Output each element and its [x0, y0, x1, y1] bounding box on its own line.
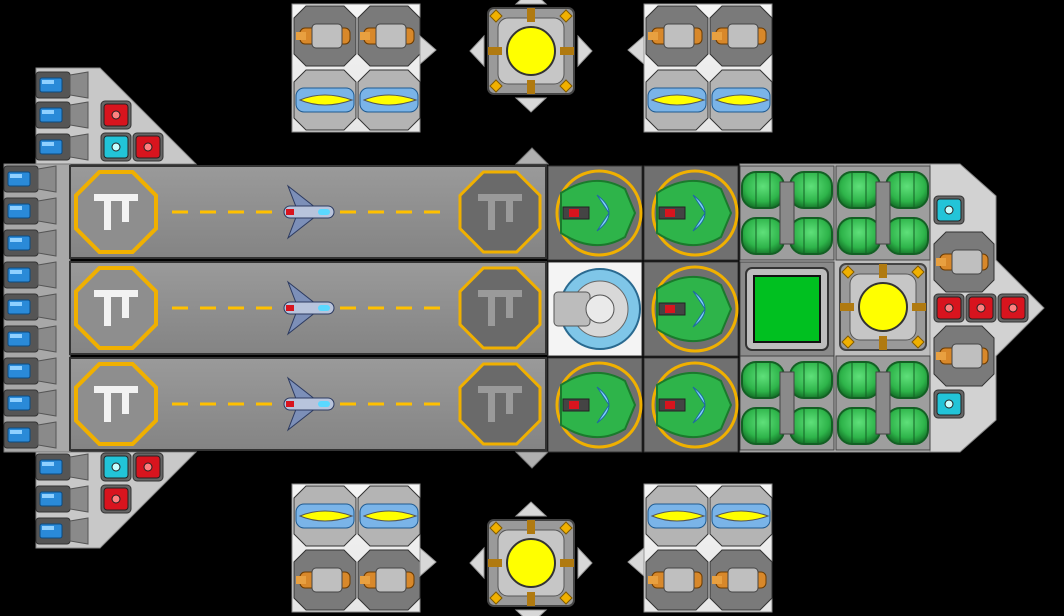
nose-modules	[739, 195, 1029, 419]
cyan-block-icon	[100, 132, 132, 162]
thruster-icon	[3, 293, 57, 321]
hangar-pad-icon	[74, 170, 158, 254]
turret-pod	[643, 483, 773, 613]
cyan-block-icon	[933, 195, 965, 225]
green-gun-icon	[651, 265, 739, 353]
thruster-icon	[3, 229, 57, 257]
hangar-pad-icon	[458, 170, 542, 254]
thruster-icon	[35, 133, 89, 161]
fuel-tank-icon	[835, 355, 931, 451]
yellow-missile-icon	[645, 485, 709, 547]
orange-cannon-icon	[293, 5, 357, 67]
hangar-bays	[69, 165, 547, 451]
orange-cannon-icon	[645, 5, 709, 67]
fuel-tanks	[739, 165, 931, 451]
module-grid	[547, 165, 739, 453]
hull-notches	[514, 147, 550, 469]
reactor-core-icon	[487, 519, 575, 607]
thruster-icon	[3, 389, 57, 417]
radar-dish-icon	[547, 261, 643, 357]
thruster-icon	[3, 357, 57, 385]
turret-pod	[291, 3, 421, 133]
hangar-bay	[69, 165, 547, 259]
thruster-icon	[35, 71, 89, 99]
hangar-bay	[69, 357, 547, 451]
yellow-missile-icon	[293, 69, 357, 131]
reactor-core-icon	[487, 7, 575, 95]
orange-cannon-icon	[645, 549, 709, 611]
hangar-bay	[69, 261, 547, 355]
turret-pod	[643, 3, 773, 133]
cyan-block-icon	[100, 452, 132, 482]
fighter-icon	[283, 376, 335, 432]
red-block-icon	[132, 452, 164, 482]
pod-mount-arrow	[627, 34, 645, 66]
fighter-icon	[283, 184, 335, 240]
reactor-core-icon	[839, 263, 927, 351]
reactor-pod	[469, 501, 593, 616]
fuel-tank-icon	[835, 165, 931, 261]
red-block-icon	[965, 293, 997, 323]
orange-cannon-icon	[933, 231, 995, 293]
fuel-tank-icon	[739, 165, 835, 261]
orange-cannon-icon	[709, 5, 773, 67]
left-arm-modules	[100, 100, 164, 514]
green-gun-icon	[651, 169, 739, 257]
thruster-icon	[3, 325, 57, 353]
turret-pod	[291, 483, 421, 613]
orange-cannon-icon	[293, 549, 357, 611]
yellow-missile-icon	[645, 69, 709, 131]
yellow-missile-icon	[293, 485, 357, 547]
orange-cannon-icon	[357, 549, 421, 611]
control-screen-icon	[739, 261, 835, 357]
hangar-pad-icon	[458, 266, 542, 350]
thruster-icon	[3, 165, 57, 193]
hangar-pad-icon	[74, 362, 158, 446]
green-gun-icon	[555, 169, 643, 257]
hangar-pad-icon	[458, 362, 542, 446]
thruster-column	[3, 71, 89, 545]
hangar-pad-icon	[74, 266, 158, 350]
yellow-missile-icon	[357, 69, 421, 131]
yellow-missile-icon	[709, 485, 773, 547]
thruster-icon	[3, 261, 57, 289]
thruster-icon	[35, 485, 89, 513]
red-block-icon	[933, 293, 965, 323]
cyan-block-icon	[933, 389, 965, 419]
fighter-icon	[283, 280, 335, 336]
thruster-icon	[3, 421, 57, 449]
fuel-tank-icon	[739, 355, 835, 451]
orange-cannon-icon	[933, 325, 995, 387]
red-block-icon	[100, 484, 132, 514]
green-gun-icon	[651, 361, 739, 449]
reactor-pod	[469, 0, 593, 113]
orange-cannon-icon	[357, 5, 421, 67]
pod-mount-arrow	[419, 546, 437, 578]
red-block-icon	[100, 100, 132, 130]
green-gun-icon	[555, 361, 643, 449]
red-block-icon	[132, 132, 164, 162]
thruster-icon	[35, 453, 89, 481]
pod-mount-arrow	[419, 34, 437, 66]
pod-mount-arrow	[627, 546, 645, 578]
thruster-icon	[35, 101, 89, 129]
orange-cannon-icon	[709, 549, 773, 611]
turret-pods	[291, 0, 773, 616]
thruster-icon	[35, 517, 89, 545]
thruster-icon	[3, 197, 57, 225]
yellow-missile-icon	[709, 69, 773, 131]
red-block-icon	[997, 293, 1029, 323]
yellow-missile-icon	[357, 485, 421, 547]
